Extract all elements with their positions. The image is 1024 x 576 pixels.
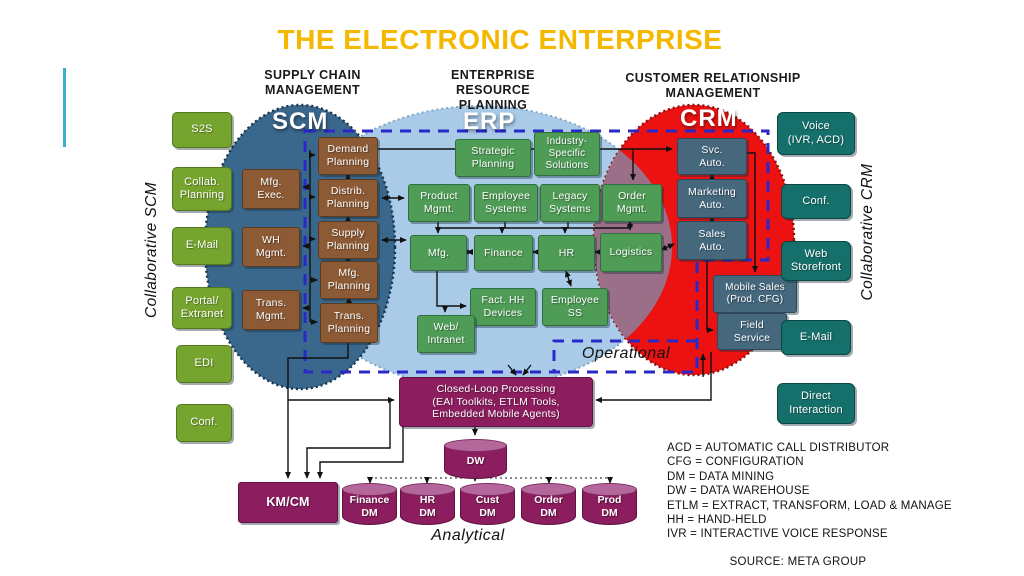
collaborative-crm-label: Collaborative CRM [859,163,876,301]
erp-industry-specific: Industry- Specific Solutions [534,132,600,176]
crm-svc-auto: Svc. Auto. [677,138,747,175]
crm-sales-auto: Sales Auto. [677,221,747,260]
legend-line: CFG = CONFIGURATION [667,456,804,469]
crm-ext-conf: Conf. [781,184,851,219]
scm-circle-label: SCM [272,108,329,135]
accent-line [63,68,66,147]
km-cm-box: KM/CM [238,482,338,523]
analytical-label: Analytical [431,527,505,544]
scm-ext-edi: EDI [176,345,232,383]
cust-dm-cylinder: Cust DM [460,483,515,525]
header-crm: CUSTOMER RELATIONSHIP MANAGEMENT [625,71,801,100]
crm-mobile-sales: Mobile Sales (Prod. CFG) [713,275,797,313]
prod-dm-label: Prod DM [597,493,622,519]
erp-circle-label: ERP [463,108,516,135]
scm-mfg-exec: Mfg. Exec. [242,169,300,209]
source-credit: SOURCE: META GROUP [729,556,867,568]
erp-product-mgmt: Product Mgmt. [408,184,470,222]
abbreviation-legend: ACD = AUTOMATIC CALL DISTRIBUTOR CFG = C… [667,441,1007,542]
finance-dm-cylinder: Finance DM [342,483,397,525]
erp-logistics: Logistics [600,233,662,272]
scm-ext-portal-extranet: Portal/ Extranet [172,287,232,329]
erp-employee-systems: Employee Systems [474,184,538,222]
scm-mfg-planning: Mfg. Planning [320,261,378,299]
crm-ext-direct-interaction: Direct Interaction [777,383,855,424]
crm-ext-web-storefront: Web Storefront [781,241,851,281]
cust-dm-label: Cust DM [475,493,500,519]
crm-field-service: Field Service [717,313,787,350]
legend-line: IVR = INTERACTIVE VOICE RESPONSE [667,528,888,541]
scm-demand-planning: Demand Planning [318,137,378,175]
erp-strategic-planning: Strategic Planning [455,139,531,177]
order-dm-label: Order DM [534,493,563,519]
operational-dashed-boundary [303,129,770,374]
erp-web-intranet: Web/ Intranet [417,315,475,353]
hr-dm-label: HR DM [419,493,436,519]
erp-fact-hh-devices: Fact. HH Devices [470,288,536,326]
crm-ext-voice: Voice (IVR, ACD) [777,112,855,155]
order-dm-cylinder: Order DM [521,483,576,525]
scm-trans-mgmt: Trans. Mgmt. [242,290,300,330]
finance-dm-label: Finance DM [349,493,390,519]
erp-employee-ss: Employee SS [542,288,608,326]
hr-dm-cylinder: HR DM [400,483,455,525]
scm-ext-s2s: S2S [172,112,232,148]
dw-label: DW [466,455,485,468]
crm-ext-email: E-Mail [781,320,851,355]
slide-title: THE ELECTRONIC ENTERPRISE [277,24,723,55]
erp-hr: HR [538,235,595,271]
prod-dm-cylinder: Prod DM [582,483,637,525]
scm-ext-conf: Conf. [176,404,232,442]
scm-ext-email: E-Mail [172,227,232,265]
legend-line: DM = DATA MINING [667,470,775,483]
crm-circle-label: CRM [680,105,738,132]
operational-label: Operational [581,345,671,362]
legend-line: DW = DATA WAREHOUSE [667,485,810,498]
collaborative-scm-label: Collaborative SCM [143,182,160,319]
legend-line: ETLM = EXTRACT, TRANSFORM, LOAD & MANAGE [667,499,952,512]
erp-order-mgmt: Order Mgmt. [602,184,662,222]
scm-distrib-planning: Distrib. Planning [318,179,378,217]
connectors [285,146,758,484]
legend-line: HH = HAND-HELD [667,514,767,527]
scm-wh-mgmt: WH Mgmt. [242,227,300,267]
erp-finance: Finance [474,235,533,271]
crm-marketing-auto: Marketing Auto. [677,179,747,218]
scm-trans-planning: Trans. Planning [320,303,378,343]
legend-line: ACD = AUTOMATIC CALL DISTRIBUTOR [667,442,890,454]
header-erp: ENTERPRISE RESOURCE PLANNING [451,68,535,112]
scm-supply-planning: Supply Planning [318,221,378,259]
header-scm: SUPPLY CHAIN MANAGEMENT [264,68,361,97]
dw-cylinder: DW [444,439,507,479]
erp-legacy-systems: Legacy Systems [540,184,600,222]
closed-loop-processing: Closed-Loop Processing (EAI Toolkits, ET… [399,377,593,427]
scm-ext-collab-planning: Collab. Planning [172,167,232,211]
erp-mfg: Mfg. [410,235,467,271]
